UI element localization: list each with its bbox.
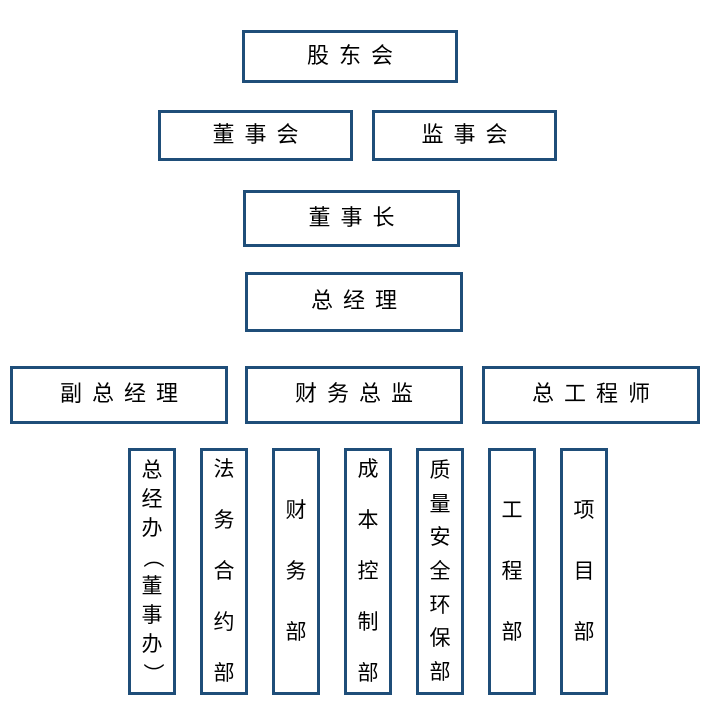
- node-label: 成本控制部: [347, 451, 389, 692]
- node-dept-project: 项目部: [560, 448, 608, 695]
- node-label: 董事会: [212, 122, 309, 148]
- node-label: 股东会: [306, 43, 403, 69]
- node-label: 财务部: [275, 451, 317, 692]
- vertical-label-char: 成: [357, 457, 379, 481]
- vertical-label-char: 约: [213, 610, 235, 634]
- vertical-label-char: 目: [573, 559, 595, 583]
- node-finance-director: 财务总监: [245, 366, 463, 424]
- vertical-label-char: 经: [141, 486, 163, 511]
- vertical-label-char: 控: [357, 559, 379, 583]
- vertical-label-char: 部: [357, 661, 379, 685]
- node-dept-finance: 财务部: [272, 448, 320, 695]
- node-label: 工程部: [491, 451, 533, 692]
- node-supervisory-board: 监事会: [372, 110, 557, 161]
- vertical-label-char: 部: [213, 661, 235, 685]
- node-dept-legal-contracts: 法务合约部: [200, 448, 248, 695]
- vertical-label-char: ）: [140, 662, 165, 684]
- vertical-label-char: （: [140, 546, 165, 568]
- node-label: 财务总监: [294, 382, 423, 407]
- vertical-label-char: 质: [429, 458, 451, 483]
- node-dept-cost-control: 成本控制部: [344, 448, 392, 695]
- node-dept-general-manager-office: 总经办（董事办）: [128, 448, 176, 695]
- vertical-label-char: 董: [141, 573, 163, 598]
- node-board-of-directors: 董事会: [158, 110, 353, 161]
- vertical-label-char: 量: [429, 491, 451, 516]
- vertical-label-char: 安: [429, 525, 451, 550]
- node-label: 总经办（董事办）: [131, 451, 173, 692]
- node-label: 总工程师: [531, 382, 660, 407]
- vertical-label-char: 办: [141, 631, 163, 656]
- node-deputy-general-manager: 副总经理: [10, 366, 228, 424]
- node-shareholders-meeting: 股东会: [242, 30, 458, 83]
- node-label: 总经理: [310, 289, 407, 314]
- vertical-label-char: 法: [213, 457, 235, 481]
- node-chief-engineer: 总工程师: [482, 366, 700, 424]
- vertical-label-char: 全: [429, 559, 451, 583]
- vertical-label-char: 部: [501, 620, 523, 644]
- vertical-label-char: 总: [141, 457, 163, 482]
- vertical-label-char: 环: [429, 592, 451, 617]
- vertical-label-char: 部: [429, 659, 451, 684]
- vertical-label-char: 项: [573, 498, 595, 522]
- node-label: 副总经理: [59, 382, 188, 407]
- vertical-label-char: 事: [141, 602, 163, 627]
- vertical-label-char: 财: [285, 498, 307, 522]
- vertical-label-char: 本: [357, 508, 379, 532]
- node-label: 质量安全环保部: [419, 451, 461, 692]
- node-chairman: 董事长: [243, 190, 460, 247]
- vertical-label-char: 务: [285, 559, 307, 583]
- node-label: 董事长: [308, 205, 405, 231]
- vertical-label-char: 制: [357, 610, 379, 634]
- vertical-label-char: 务: [213, 508, 235, 532]
- vertical-label-char: 工: [501, 498, 523, 522]
- vertical-label-char: 程: [501, 559, 523, 583]
- node-dept-quality-safety-environment: 质量安全环保部: [416, 448, 464, 695]
- node-label: 项目部: [563, 451, 605, 692]
- vertical-label-char: 部: [573, 620, 595, 644]
- node-dept-engineering: 工程部: [488, 448, 536, 695]
- node-label: 法务合约部: [203, 451, 245, 692]
- vertical-label-char: 合: [213, 559, 235, 583]
- vertical-label-char: 办: [141, 515, 163, 540]
- vertical-label-char: 部: [285, 620, 307, 644]
- vertical-label-char: 保: [429, 626, 451, 651]
- node-label: 监事会: [421, 122, 518, 148]
- node-general-manager: 总经理: [245, 272, 463, 332]
